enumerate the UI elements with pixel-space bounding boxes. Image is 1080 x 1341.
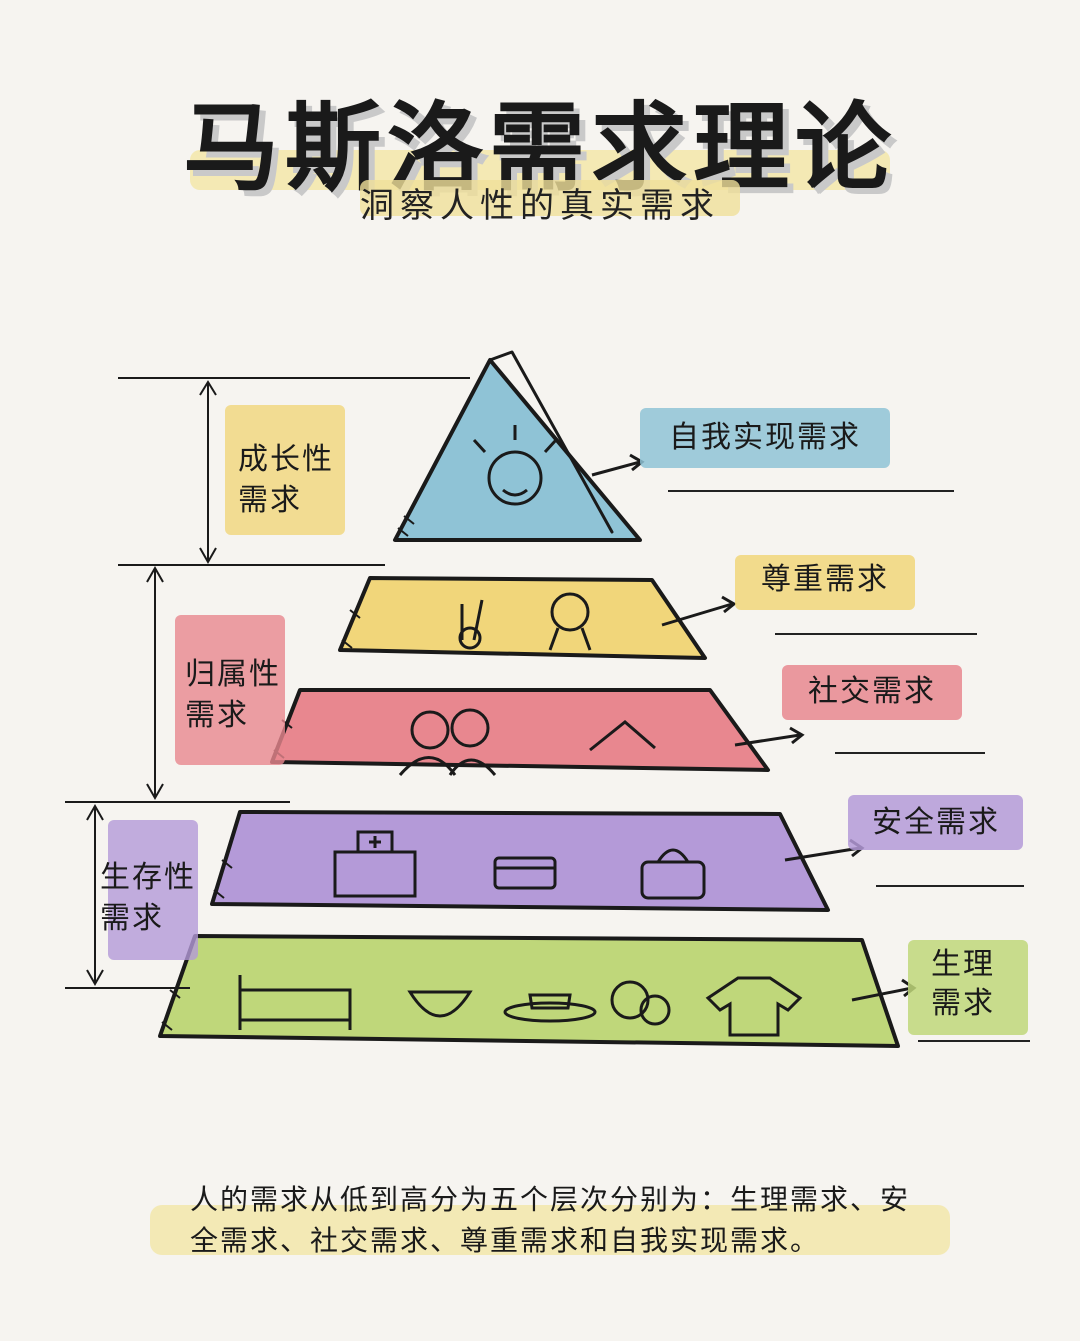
belonging-needs-label: 归属性需求 — [185, 657, 281, 733]
victory-hand-icon — [458, 599, 484, 650]
level-tag-highlight — [640, 408, 890, 468]
group-highlight — [225, 405, 345, 535]
divider — [775, 633, 977, 635]
arrow-icon — [784, 846, 861, 862]
page-subtitle: 洞察人性的真实需求 — [360, 186, 720, 226]
level-label-social: 社交需求 — [808, 674, 936, 709]
divider — [876, 885, 1024, 887]
survival-needs-label: 生存性需求 — [100, 860, 196, 936]
subtitle-highlight — [360, 180, 740, 216]
group-highlight — [175, 615, 285, 765]
medal-icon — [548, 592, 592, 651]
hospital-icon — [333, 830, 417, 898]
arrow-icon — [734, 733, 801, 747]
divider — [668, 490, 954, 492]
rice-bowl-icon — [407, 990, 473, 1018]
bed-icon — [238, 975, 352, 1030]
footer-summary: 人的需求从低到高分为五个层次分别为：生理需求、安全需求、社交需求、尊重需求和自我… — [190, 1183, 911, 1257]
pyramid-level-esteem — [338, 576, 707, 660]
tea-cup-icon — [503, 993, 597, 1023]
shirt-icon — [705, 976, 803, 1037]
level-tag-highlight — [782, 665, 962, 720]
pyramid-level-social — [270, 688, 770, 772]
handbag-icon — [640, 848, 706, 900]
divider — [918, 1040, 1030, 1042]
footer-highlight — [150, 1205, 950, 1255]
divider — [835, 752, 985, 754]
growth-needs-label: 成长性需求 — [238, 442, 334, 518]
level-tag-highlight — [735, 555, 915, 610]
level-label-esteem: 尊重需求 — [761, 562, 889, 597]
level-label-physiological: 生理需求 — [931, 947, 995, 1021]
arrow-icon — [851, 986, 913, 1002]
buns-icon — [610, 980, 671, 1026]
level-tag-highlight — [908, 940, 1028, 1035]
handshake-icon — [589, 720, 656, 752]
sun-icon — [472, 425, 558, 506]
group-highlight — [108, 820, 198, 960]
level-label-self-actualization: 自我实现需求 — [669, 420, 861, 455]
pyramid-level-self-actualization — [393, 358, 642, 542]
arrow-icon — [661, 602, 733, 627]
pyramid-level-safety — [210, 810, 830, 912]
level-label-safety: 安全需求 — [872, 805, 1000, 840]
couple-icon — [398, 708, 497, 776]
level-tag-highlight — [848, 795, 1023, 850]
credit-card-icon — [493, 856, 557, 890]
arrow-icon — [591, 460, 641, 477]
